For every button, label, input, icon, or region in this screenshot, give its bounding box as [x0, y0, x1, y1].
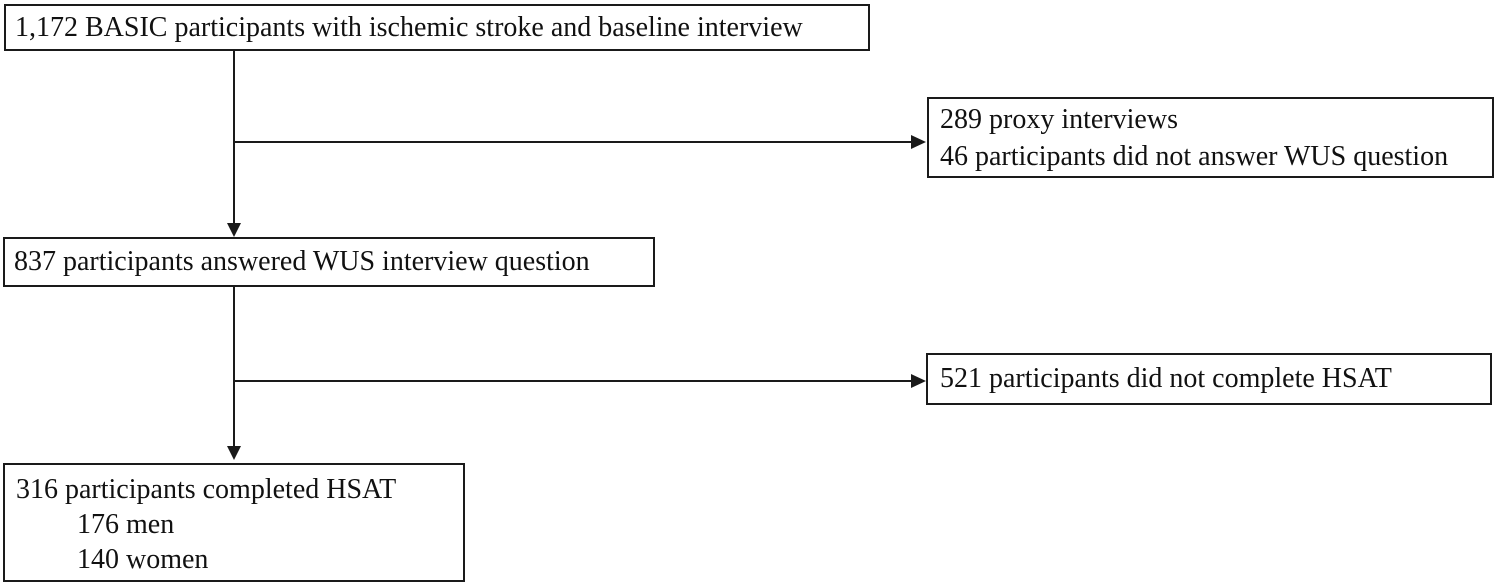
- branch-to-hsat-exclusion-line: [234, 380, 912, 382]
- box-enrolled-cohort: 1,172 BASIC participants with ischemic s…: [4, 4, 870, 51]
- completed-hsat-total-text: 316 participants completed HSAT: [16, 474, 397, 505]
- box-completed-hsat: 316 participants completed HSAT 176 men …: [3, 463, 465, 582]
- excluded-proxy-text: 289 proxy interviews: [940, 104, 1178, 135]
- arrow-down-icon: [227, 446, 241, 460]
- box-answered-wus: 837 participants answered WUS interview …: [3, 237, 655, 287]
- box-hsat-exclusion: 521 participants did not complete HSAT: [926, 353, 1492, 405]
- arrow-down-icon: [227, 223, 241, 237]
- completed-hsat-women-text: 140 women: [77, 544, 209, 575]
- excluded-no-wus-answer-text: 46 participants did not answer WUS quest…: [940, 141, 1449, 172]
- box-enrolled-text: 1,172 BASIC participants with ischemic s…: [15, 12, 803, 43]
- arrow-enrolled-to-answered-line: [233, 51, 235, 224]
- arrow-right-icon: [911, 135, 926, 149]
- box-hsat-exclusion-text: 521 participants did not complete HSAT: [940, 363, 1392, 394]
- box-answered-wus-text: 837 participants answered WUS interview …: [14, 246, 590, 277]
- branch-to-wus-exclusions-line: [234, 141, 912, 143]
- box-wus-exclusions: 289 proxy interviews 46 participants did…: [927, 97, 1494, 178]
- arrow-right-icon: [911, 374, 926, 388]
- arrow-answered-to-completed-line: [233, 287, 235, 447]
- completed-hsat-men-text: 176 men: [77, 509, 175, 540]
